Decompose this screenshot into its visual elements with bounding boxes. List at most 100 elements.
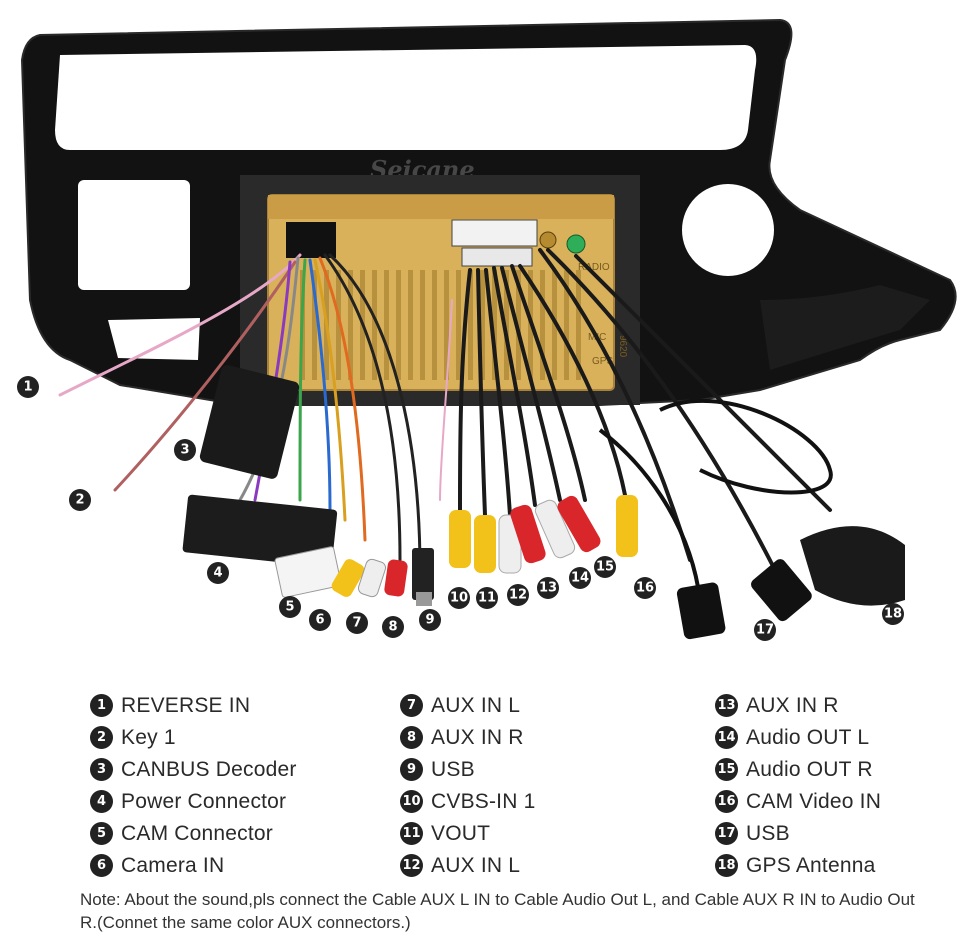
legend-label: GPS Antenna [746,853,876,877]
callout-number: 3 [180,443,189,458]
unit-label-gps: GPS [592,356,613,367]
legend-label: Key 1 [121,725,176,749]
legend-number-badge: 6 [90,854,113,877]
vent-slot [504,270,509,380]
legend-label: CANBUS Decoder [121,757,297,781]
legend-item: 3 CANBUS Decoder [90,754,297,785]
legend-item: 13 AUX IN R [715,690,881,721]
callout-circle [17,376,39,398]
callout-circle [754,619,776,641]
callout-8: 8 [382,616,404,638]
callout-number: 4 [213,566,222,581]
right-cables [598,398,905,640]
legend-number-badge: 2 [90,726,113,749]
legend-number-badge: 14 [715,726,738,749]
legend-number-badge: 15 [715,758,738,781]
callout-circle [346,612,368,634]
callout-number: 14 [571,571,589,586]
callout-number: 11 [478,591,496,606]
callout-number: 15 [596,560,614,575]
callout-circle [448,587,470,609]
port-block-left [286,222,336,258]
legend-number-badge: 17 [715,822,738,845]
port-block-center [451,219,538,247]
vent-slot [384,270,389,380]
legend-number-badge: 4 [90,790,113,813]
legend-label: Audio OUT R [746,757,873,781]
callout-13: 13 [537,577,559,599]
callout-number: 8 [388,620,397,635]
center-rca-plugs [449,495,638,574]
cam-connector [274,546,342,598]
vent-slot [480,270,485,380]
legend-number-badge: 13 [715,694,738,717]
vent-slot [408,270,413,380]
vent-slot [564,270,569,380]
unit-label-radio: RADIO [578,262,610,273]
callout-number: 5 [285,600,294,615]
legend-number-badge: 10 [400,790,423,813]
vent-slot [312,270,317,380]
callout-11: 11 [476,587,498,609]
legend-label: AUX IN R [746,693,839,717]
vent-slot [444,270,449,380]
callout-3: 3 [174,439,196,461]
callout-10: 10 [448,587,470,609]
callout-circle [569,567,591,589]
callout-circle [594,556,616,578]
vent-slot [348,270,353,380]
legend-number-badge: 5 [90,822,113,845]
legend-label: REVERSE IN [121,693,251,717]
legend-item: 11 VOUT [400,818,536,849]
callout-6: 6 [309,609,331,631]
callout-15: 15 [594,556,616,578]
callout-circle [382,616,404,638]
callout-circle [309,609,331,631]
legend-item: 6 Camera IN [90,850,297,881]
bezel-left-opening [78,180,190,290]
legend-item: 2 Key 1 [90,722,297,753]
legend-label: Camera IN [121,853,225,877]
gps-port [566,234,586,254]
vent-slot [552,270,557,380]
callout-circle [69,489,91,511]
head-unit-diagram: Seicane RADIO GPS MIC 9620 [17,18,957,641]
legend-number-badge: 7 [400,694,423,717]
note-text: Note: About the sound,pls connect the Ca… [80,890,915,932]
legend-number-badge: 3 [90,758,113,781]
callout-number: 16 [636,581,654,596]
center-harness-wires [439,248,832,582]
vent-slot [420,270,425,380]
legend-label: USB [746,821,790,845]
callout-number: 13 [539,581,557,596]
legend-item: 17 USB [715,818,881,849]
vent-slot [432,270,437,380]
callout-number: 6 [315,613,324,628]
callout-4: 4 [207,562,229,584]
callout-number: 9 [425,613,434,628]
legend-label: VOUT [431,821,491,845]
callout-1: 1 [17,376,39,398]
callout-circle [634,577,656,599]
callout-circle [207,562,229,584]
callout-circle [174,439,196,461]
legend-number-badge: 1 [90,694,113,717]
port-block-center-2 [461,247,533,267]
callout-number: 2 [75,493,84,508]
callout-12: 12 [507,584,529,606]
bezel-right-wing [760,285,930,370]
legend-label: CAM Video IN [746,789,882,813]
callout-number: 10 [450,591,468,606]
legend-number-badge: 11 [400,822,423,845]
callout-16: 16 [634,577,656,599]
vent-slot [456,270,461,380]
legend-label: CAM Connector [121,821,273,845]
